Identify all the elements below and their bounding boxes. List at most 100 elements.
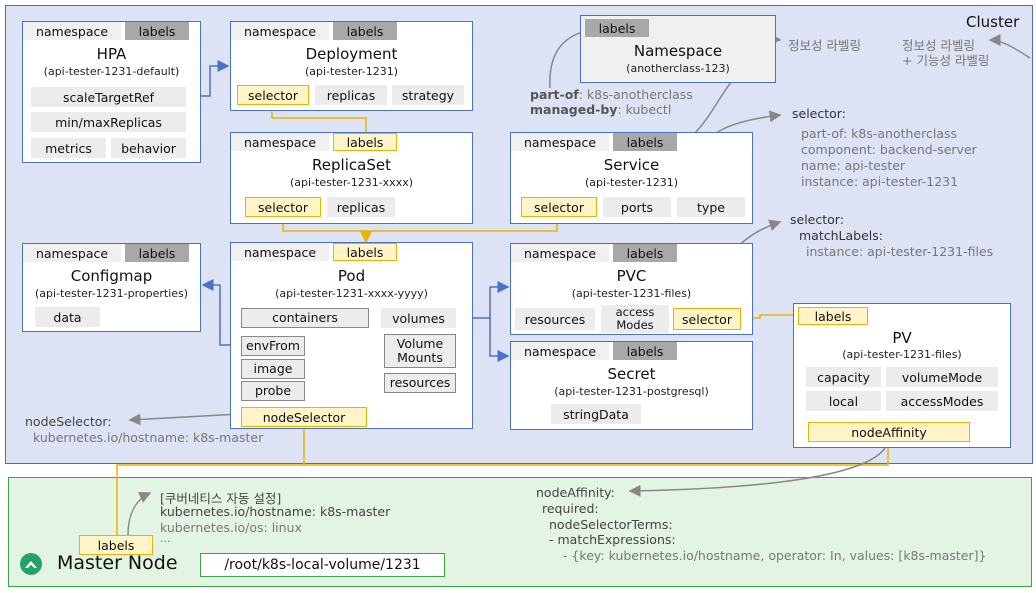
namespace-subtitle: (anotherclass-123) [626, 62, 730, 75]
namespace-labels-managed-by: managed-by: kubectl [530, 102, 671, 117]
labels-tag: labels [125, 244, 189, 262]
cluster-title: Cluster [966, 13, 1020, 31]
hpa-scale-target-ref: scaleTargetRef [31, 87, 186, 107]
hpa-behavior: behavior [111, 138, 186, 158]
service-title: Service [603, 156, 660, 174]
pv-card: labels PV (api-tester-1231-files) capaci… [793, 303, 1011, 448]
pv-access-modes: accessModes [886, 391, 998, 411]
node-affinity-note-l1: required: [542, 501, 599, 516]
node-affinity-note-head: nodeAffinity: [536, 485, 615, 500]
pvc-title: PVC [616, 267, 647, 285]
pv-capacity: capacity [806, 367, 881, 387]
replicaset-replicas: replicas [327, 197, 395, 217]
service-selector: selector [521, 197, 597, 217]
pvc-selector-note-head: selector: [790, 212, 844, 227]
pod-volume-mounts-line2: Mounts [397, 350, 443, 365]
pvc-resources: resources [515, 308, 595, 330]
deployment-replicas: replicas [315, 85, 387, 105]
service-ports: ports [603, 197, 671, 217]
service-selector-line: name: api-tester [801, 158, 906, 173]
labels-tag: labels [333, 243, 397, 261]
configmap-card: namespace labels Configmap (api-tester-1… [22, 243, 201, 332]
label-key: managed-by [530, 102, 618, 117]
labels-tag: labels [585, 19, 649, 37]
namespace-tag: namespace [231, 133, 329, 151]
replicaset-title: ReplicaSet [312, 156, 391, 174]
pv-subtitle: (api-tester-1231-files) [842, 348, 962, 361]
replicaset-subtitle: (api-tester-1231-xxxx) [289, 176, 413, 189]
deployment-card: namespace labels Deployment (api-tester-… [230, 21, 473, 111]
namespace-labels-part-of: part-of: k8s-anotherclass [530, 87, 693, 102]
deployment-subtitle: (api-tester-1231) [304, 65, 398, 78]
auto-labels-hostname: kubernetes.io/hostname: k8s-master [160, 504, 391, 519]
secret-card: namespace labels Secret (api-tester-1231… [510, 341, 753, 430]
labels-tag: labels [125, 22, 189, 40]
hpa-card: namespace labels HPA (api-tester-1231-de… [22, 21, 201, 163]
labels-tag: labels [333, 133, 397, 151]
secret-string-data: stringData [551, 404, 641, 424]
pod-node-selector: nodeSelector [241, 407, 367, 427]
label-value: : k8s-anotherclass [578, 87, 693, 102]
label-value: : kubectl [617, 102, 672, 117]
namespace-tag: namespace [231, 22, 329, 40]
deployment-title: Deployment [305, 45, 398, 63]
master-local-volume-path: /root/k8s-local-volume/1231 [200, 553, 445, 577]
pvc-access-modes: access Modes [601, 305, 669, 333]
hpa-title: HPA [96, 45, 127, 63]
configmap-subtitle: (api-tester-1231-properties) [34, 287, 189, 300]
namespace-tag: namespace [511, 244, 609, 262]
pod-image: image [241, 359, 305, 379]
service-subtitle: (api-tester-1231) [584, 176, 678, 189]
pv-local: local [806, 391, 881, 411]
node-logo-glyph [25, 561, 37, 568]
namespace-card: labels Namespace (anotherclass-123) [580, 15, 776, 83]
namespace-label-note: 정보성 라벨링 [788, 38, 861, 53]
node-selector-note-line: kubernetes.io/hostname: k8s-master [33, 430, 264, 445]
service-selector-note-head: selector: [792, 106, 846, 121]
namespace-tag: namespace [23, 22, 121, 40]
pod-volume-mounts: Volume Mounts [384, 334, 456, 368]
master-node-area [8, 477, 1032, 587]
labels-tag: labels [613, 244, 677, 262]
hpa-metrics: metrics [31, 138, 106, 158]
pod-subtitle: (api-tester-1231-xxxx-yyyy) [275, 287, 428, 300]
cluster-note-line2: + 기능성 라벨링 [902, 53, 990, 68]
cluster-note-line1: 정보성 라벨링 [902, 38, 975, 53]
node-selector-note-head: nodeSelector: [25, 414, 112, 429]
auto-labels-head: [쿠버네티스 자동 설정] [160, 491, 282, 506]
pv-node-affinity: nodeAffinity [808, 422, 970, 442]
master-labels: labels [79, 535, 153, 555]
namespace-title: Namespace [633, 42, 723, 60]
label-key: part-of [530, 87, 579, 102]
pvc-selector-note-l2: instance: api-tester-1231-files [806, 244, 994, 259]
pv-volume-mode: volumeMode [886, 367, 998, 387]
node-logo-icon [20, 553, 42, 575]
labels-tag: labels [333, 22, 397, 40]
service-selector-line: part-of: k8s-anotherclass [801, 126, 958, 141]
pod-card: namespace labels Pod (api-tester-1231-xx… [230, 242, 473, 429]
pvc-access-line2: Modes [616, 318, 654, 332]
pod-title: Pod [337, 267, 366, 285]
replicaset-selector: selector [245, 197, 321, 217]
pod-probe: probe [241, 381, 305, 401]
deployment-strategy: strategy [392, 85, 464, 105]
pv-title: PV [892, 329, 912, 347]
hpa-min-max-replicas: min/maxReplicas [31, 112, 186, 132]
pvc-subtitle: (api-tester-1231-files) [571, 287, 692, 300]
node-affinity-note-l4: - {key: kubernetes.io/hostname, operator… [563, 548, 987, 563]
namespace-tag: namespace [23, 244, 121, 262]
pvc-card: namespace labels PVC (api-tester-1231-fi… [510, 243, 753, 335]
secret-title: Secret [607, 365, 656, 383]
pod-volume-mounts-line1: Volume [396, 336, 444, 351]
configmap-data: data [35, 307, 100, 327]
pod-volumes: volumes [381, 308, 456, 328]
pvc-selector-note-l1: matchLabels: [799, 228, 883, 243]
pod-envfrom: envFrom [241, 336, 305, 356]
master-node-title: Master Node [57, 552, 178, 574]
labels-tag: labels [613, 133, 677, 151]
service-card: namespace labels Service (api-tester-123… [510, 132, 753, 224]
service-type: type [677, 197, 745, 217]
labels-tag: labels [798, 307, 868, 325]
node-affinity-note-l2: nodeSelectorTerms: [549, 517, 673, 532]
replicaset-card: namespace labels ReplicaSet (api-tester-… [230, 132, 473, 224]
